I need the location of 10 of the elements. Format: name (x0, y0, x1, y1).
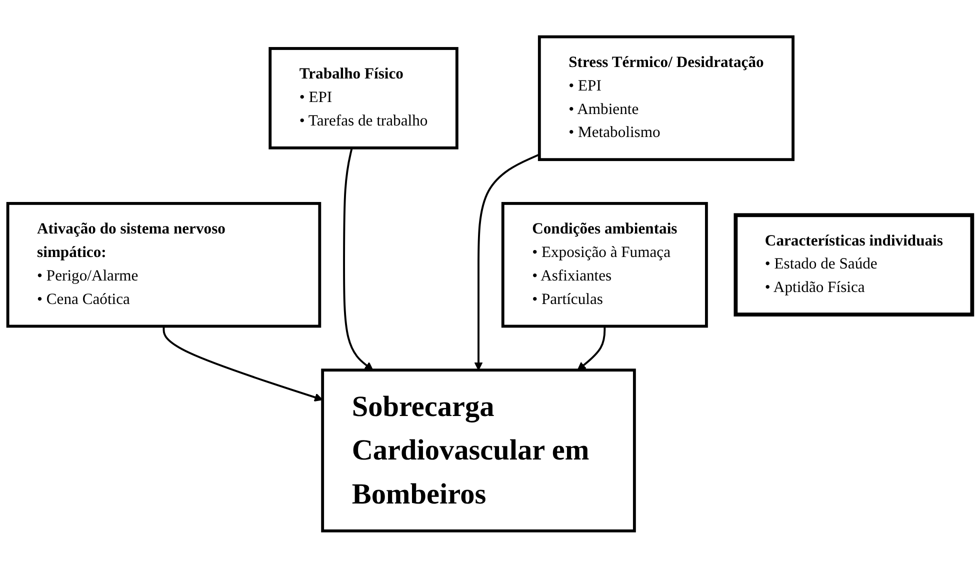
arrow (577, 326, 606, 370)
node-box: Trabalho Físico • EPI • Tarefas de trabalho (268, 46, 458, 150)
node-box: Sobrecarga Cardiovascular em Bombeiros (321, 368, 636, 532)
node-box: Condições ambientais • Exposição à Fumaça • Asfixiantes • Partículas (501, 202, 708, 328)
arrow (474, 153, 540, 370)
arrow (343, 147, 374, 370)
node-box: Ativação do sistema nervoso simpático: • Perigo/Alarme • Cena Caótica (6, 202, 322, 328)
arrow (162, 326, 323, 402)
node-box: Características individuais • Estado de Saúde • Aptidão Física (734, 212, 974, 316)
node-box: Stress Térmico/ Desidratação • EPI • Ambiente • Metabolismo (538, 35, 794, 161)
